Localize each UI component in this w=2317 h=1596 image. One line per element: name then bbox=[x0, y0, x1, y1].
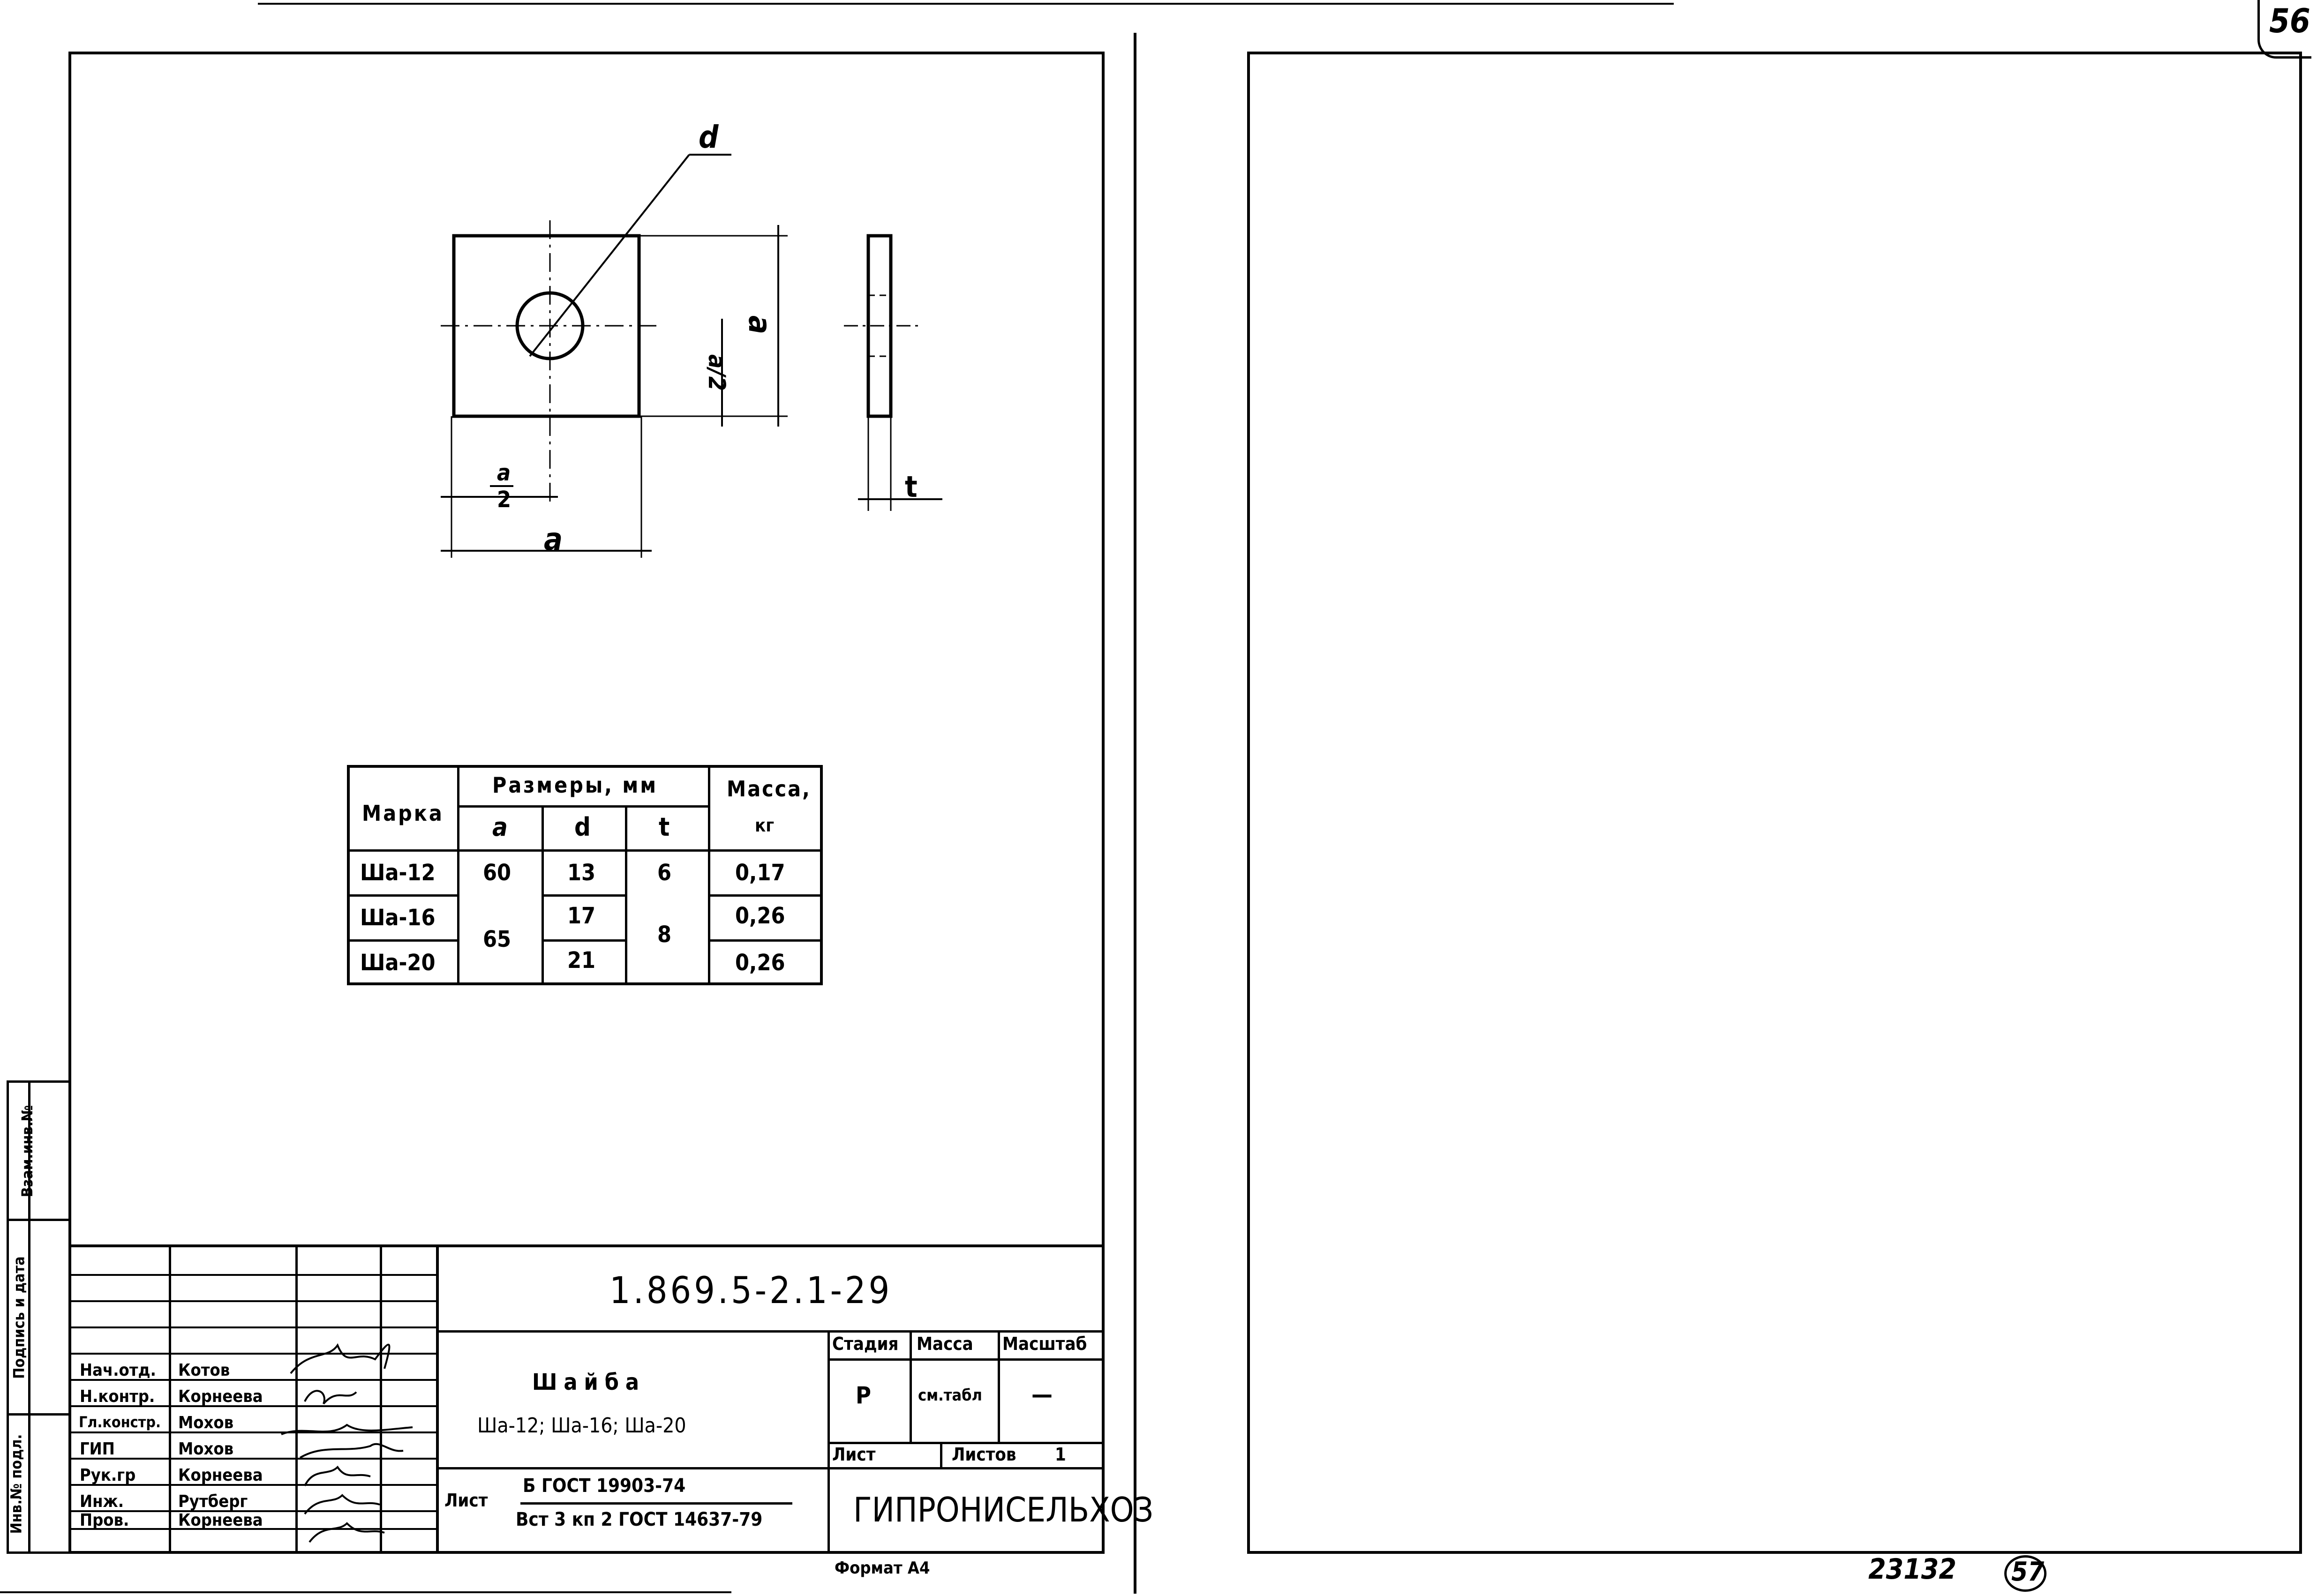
part-marks: Шa-12; Шa-16; Шa-20 bbox=[477, 1414, 686, 1438]
role-7: Пров. bbox=[80, 1511, 129, 1530]
name-6: Рутберг bbox=[178, 1492, 248, 1511]
signature-5 bbox=[304, 1465, 371, 1486]
fraction-bar bbox=[490, 485, 513, 487]
row1-t: 6 bbox=[657, 860, 672, 886]
scan-edge-line bbox=[258, 3, 1674, 5]
corner-tab bbox=[2257, 0, 2311, 59]
fold-line bbox=[1134, 33, 1136, 1594]
row1-d: 13 bbox=[567, 860, 596, 886]
material-line2: Вст 3 кп 2 ГОСТ 14637-79 bbox=[516, 1509, 763, 1530]
label-d: d bbox=[699, 119, 719, 155]
header-scale: Масштаб bbox=[1002, 1334, 1087, 1354]
mass-value: см.табл bbox=[918, 1386, 982, 1405]
scale-value: — bbox=[1031, 1381, 1053, 1408]
circle-mark bbox=[2004, 1555, 2046, 1592]
row2-t: 8 bbox=[657, 922, 672, 948]
role-2: Н.контр. bbox=[80, 1387, 155, 1406]
stage-value: Р bbox=[856, 1382, 871, 1409]
material-line1: Б ГОСТ 19903-74 bbox=[523, 1475, 686, 1497]
label-t: t bbox=[905, 470, 918, 504]
header-mass: Масса bbox=[917, 1334, 973, 1354]
part-name: Шайба bbox=[532, 1369, 646, 1395]
name-7: Корнеева bbox=[178, 1511, 263, 1530]
circled-number: 57 bbox=[2011, 1557, 2045, 1587]
row3-d: 21 bbox=[567, 947, 596, 974]
row2-a: 65 bbox=[483, 926, 512, 952]
corner-page-number: 56 bbox=[2269, 2, 2310, 40]
sheets-label: Листов bbox=[952, 1444, 1016, 1465]
table-header-mass: Масса, bbox=[727, 776, 811, 802]
name-2: Корнеева bbox=[178, 1387, 263, 1406]
role-3: Гл.констр. bbox=[79, 1413, 161, 1431]
table-header-mark: Марка bbox=[362, 801, 444, 826]
bottom-note: 23132 bbox=[1868, 1553, 1956, 1586]
header-stage: Стадия bbox=[832, 1334, 899, 1354]
table-header-a: a bbox=[492, 812, 508, 842]
row3-mark: Шa-20 bbox=[360, 950, 436, 976]
label-a-horizontal: a bbox=[544, 521, 563, 557]
name-1: Котов bbox=[178, 1361, 230, 1380]
signature-7 bbox=[308, 1522, 385, 1543]
signature-1 bbox=[290, 1343, 391, 1374]
label-a-half-denominator: 2 bbox=[497, 487, 512, 513]
organization: ГИПРОНИСЕЛЬХОЗ bbox=[853, 1490, 1154, 1529]
table-header-d: d bbox=[574, 812, 591, 842]
row1-mark: Шa-12 bbox=[360, 860, 436, 886]
role-6: Инж. bbox=[80, 1492, 124, 1511]
title-block-top bbox=[68, 1244, 1105, 1247]
row2-d: 17 bbox=[567, 903, 596, 929]
name-5: Корнеева bbox=[178, 1466, 263, 1485]
row2-mass: 0,26 bbox=[735, 903, 785, 929]
role-4: ГИП bbox=[80, 1439, 115, 1459]
name-3: Мохов bbox=[178, 1413, 234, 1432]
row1-mass: 0,17 bbox=[735, 860, 785, 886]
label-a-half-numerator: a bbox=[497, 460, 511, 486]
right-sheet-frame bbox=[1247, 52, 2302, 1554]
signature-6 bbox=[304, 1494, 380, 1515]
signature-3 bbox=[281, 1424, 413, 1435]
material-prefix: Лист bbox=[444, 1490, 488, 1511]
signature-4 bbox=[299, 1443, 404, 1459]
document-code: 1.869.5-2.1-29 bbox=[609, 1270, 893, 1312]
role-1: Нач.отд. bbox=[80, 1361, 156, 1380]
row1-a: 60 bbox=[483, 860, 512, 886]
row3-mass: 0,26 bbox=[735, 950, 785, 976]
side-stamp bbox=[7, 1080, 71, 1554]
scan-edge-bottom bbox=[0, 1591, 731, 1593]
sheet-label: Лист bbox=[832, 1444, 876, 1465]
role-5: Рук.гр bbox=[80, 1466, 136, 1485]
left-sheet-frame bbox=[68, 52, 1105, 1554]
table-header-sizes: Размеры, мм bbox=[492, 772, 658, 798]
diameter-leader bbox=[529, 154, 690, 357]
signature-2 bbox=[304, 1390, 357, 1405]
sheets-value: 1 bbox=[1055, 1444, 1066, 1465]
size-table bbox=[347, 765, 823, 985]
table-header-mass-unit: кг bbox=[755, 815, 775, 836]
table-header-t: t bbox=[659, 812, 670, 842]
row2-mark: Шa-16 bbox=[360, 905, 436, 931]
format-label: Формат А4 bbox=[835, 1559, 930, 1578]
name-4: Мохов bbox=[178, 1439, 234, 1459]
